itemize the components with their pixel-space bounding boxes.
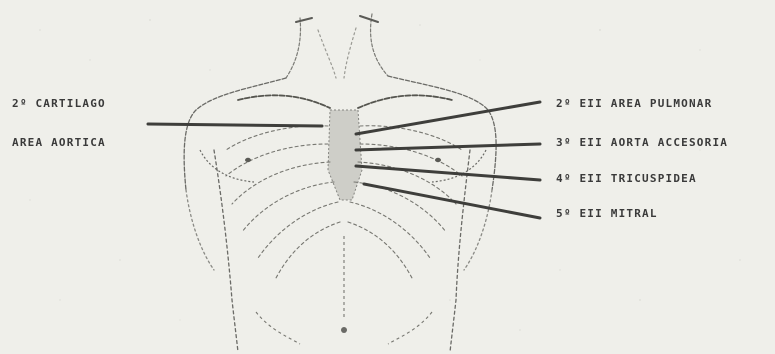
abdomen-sketch [256,236,432,344]
sternum [328,110,362,200]
pointer-tricuspidea [356,166,540,180]
label-mitral: 5º EII MITRAL [556,208,658,220]
pointer-area-aortica [148,124,322,126]
pointer-area-pulmonar [356,102,540,134]
ribs-left [226,126,340,278]
neck-sketch [286,14,388,78]
label-aorta-accesoria: 3º EII AORTA ACCESORIA [556,137,728,149]
label-area-aortica: AREA AORTICA [12,137,106,149]
pointer-aorta-accesoria [356,144,540,150]
label-2nd-cartilage: 2º CARTILAGO [12,98,106,110]
clavicles [238,95,452,108]
label-area-pulmonar: 2º EII AREA PULMONAR [556,98,712,110]
pointer-mitral [364,184,540,218]
label-tricuspidea: 4º EII TRICUSPIDEA [556,173,697,185]
